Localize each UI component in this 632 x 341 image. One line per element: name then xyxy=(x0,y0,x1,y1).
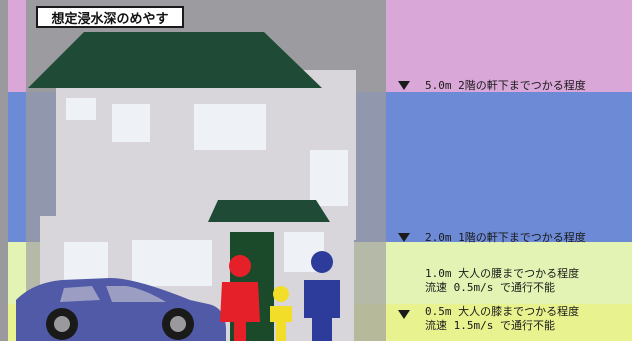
band-2m xyxy=(386,92,632,242)
window xyxy=(310,150,348,206)
band-05m xyxy=(386,304,632,341)
level-5m-line-1: 5.0m 2階の軒下までつかる程度 xyxy=(425,79,586,92)
level-05m-line-1: 0.5m 大人の膝までつかる程度 xyxy=(425,305,580,318)
level-1m-line-1: 1.0m 大人の腰までつかる程度 xyxy=(425,267,580,280)
child-yellow-figure xyxy=(270,286,292,341)
window xyxy=(194,104,266,150)
triangle-marker-2m xyxy=(398,233,410,242)
left-band-5m xyxy=(8,0,26,92)
window xyxy=(66,98,96,120)
triangle-marker-05m xyxy=(398,310,410,319)
level-05m-line-2: 流速 1.5m/s で通行不能 xyxy=(425,319,555,332)
title-box: 想定浸水深のめやす xyxy=(36,6,184,28)
window xyxy=(132,240,212,286)
triangle-marker-5m xyxy=(398,81,410,90)
left-gray-strip xyxy=(0,0,8,341)
car-illustration xyxy=(16,278,226,341)
band-1m xyxy=(386,242,632,304)
left-band-2m xyxy=(8,92,26,242)
house-illustration xyxy=(28,32,356,341)
adult-red-figure xyxy=(220,255,260,341)
page-title: 想定浸水深のめやす xyxy=(51,11,169,27)
window xyxy=(64,242,108,282)
left-band-1m xyxy=(8,242,26,304)
door-canopy xyxy=(208,200,330,222)
level-1m-line-2: 流速 0.5m/s で通行不能 xyxy=(425,281,555,294)
window xyxy=(112,104,150,142)
level-2m-line-1: 2.0m 1階の軒下までつかる程度 xyxy=(425,231,586,244)
adult-blue-figure xyxy=(304,251,340,341)
band-5m xyxy=(386,0,632,92)
house-roof xyxy=(28,32,322,88)
